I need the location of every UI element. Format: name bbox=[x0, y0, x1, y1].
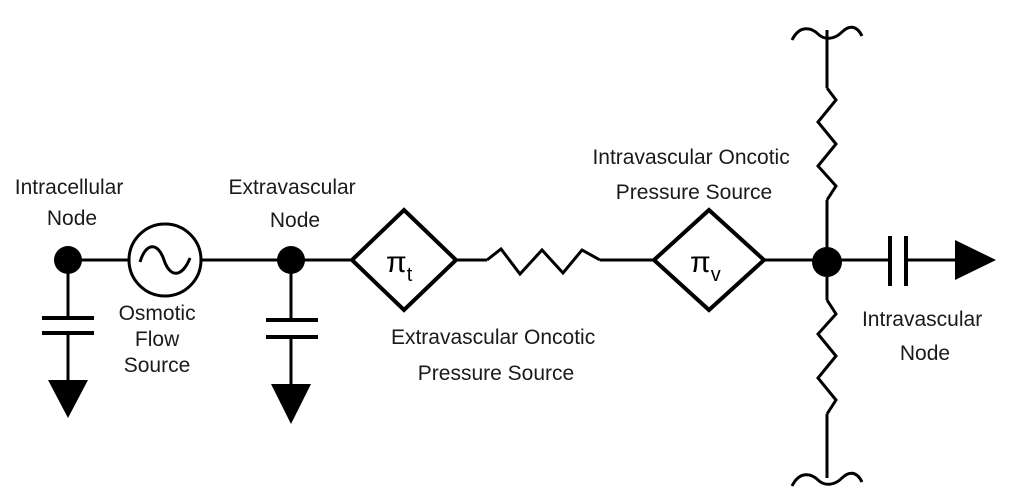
upper-resistor-icon bbox=[790, 25, 864, 262]
series-resistor-icon bbox=[486, 246, 601, 277]
intravascular-capacitor bbox=[888, 236, 908, 286]
pi-t-symbol: πt bbox=[386, 246, 413, 286]
intracellular-node-label: Intracellular Node bbox=[15, 176, 129, 230]
ground-icon bbox=[955, 240, 996, 280]
intracellular-capacitor bbox=[42, 260, 94, 380]
extravascular-oncotic-source-label: Extravascular Oncotic Pressure Source bbox=[391, 326, 601, 385]
osmotic-flow-source-label: Osmotic Flow Source bbox=[119, 302, 202, 377]
ground-icon bbox=[48, 380, 88, 418]
intravascular-oncotic-source-label: Intravascular Oncotic Pressure Source bbox=[592, 146, 795, 204]
intravascular-oncotic-source-icon bbox=[651, 207, 767, 313]
extravascular-node-label: Extravascular Node bbox=[228, 176, 361, 232]
extravascular-oncotic-source-icon bbox=[349, 207, 459, 313]
ground-icon bbox=[271, 384, 311, 424]
extravascular-capacitor bbox=[266, 260, 318, 384]
lower-resistor-icon bbox=[790, 262, 864, 487]
pi-v-symbol: πv bbox=[690, 246, 721, 286]
intravascular-node-label: Intravascular Node bbox=[862, 308, 988, 365]
osmotic-flow-source-icon bbox=[127, 222, 203, 298]
